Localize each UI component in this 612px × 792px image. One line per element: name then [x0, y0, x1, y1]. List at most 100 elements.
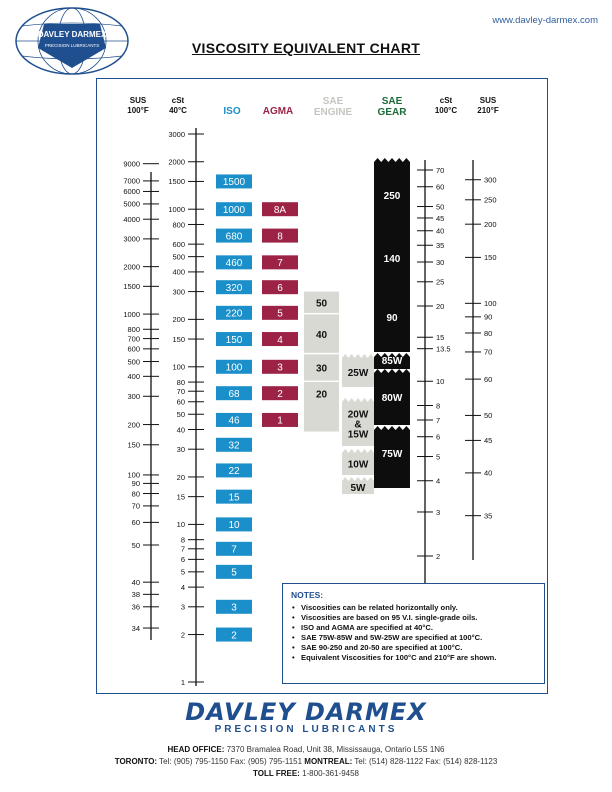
sae-gear-box: [374, 426, 410, 488]
sus210-tick-label: 50: [484, 411, 492, 420]
agma-grade-label: 3: [277, 363, 283, 374]
sus100-tick-label: 90: [132, 479, 140, 488]
sus210-tick-label: 45: [484, 436, 492, 445]
cst40-tick-label: 15: [177, 492, 185, 501]
sus100-tick-label: 700: [127, 334, 140, 343]
sus210-tick-label: 100: [484, 299, 497, 308]
agma-grade-box: [262, 332, 298, 347]
agma-grade-label: 4: [277, 335, 283, 346]
cst40-tick-label: 200: [172, 315, 185, 324]
sus100-tick-label: 40: [132, 578, 140, 587]
company-logo: DAVLEY DARMEX PRECISION LUBRICANTS: [15, 7, 129, 75]
cst40-tick-label: 150: [172, 335, 185, 344]
agma-grade-box: [262, 412, 298, 427]
iso-grade-box: [216, 305, 252, 320]
cst40-tick-label: 3: [181, 603, 185, 612]
cst100-tick-label: 6: [436, 433, 440, 442]
agma-grade-box: [262, 202, 298, 217]
note-item: SAE 75W-85W and 5W-25W are specified at …: [292, 633, 536, 643]
cst40-tick-label: 600: [172, 240, 185, 249]
iso-grade-box: [216, 599, 252, 614]
iso-grade-box: [216, 412, 252, 427]
cst40-tick-label: 8: [181, 535, 185, 544]
chart-frame: [96, 78, 548, 694]
sus100-tick-label: 80: [132, 489, 140, 498]
header-cst-100c: 100°C: [435, 106, 458, 115]
svg-text:DAVLEY DARMEX: DAVLEY DARMEX: [38, 30, 107, 39]
sus100-tick-label: 1000: [123, 310, 140, 319]
agma-grade-box: [262, 359, 298, 374]
header-sae-engine: ENGINE: [314, 107, 353, 118]
sus210-tick-label: 70: [484, 348, 492, 357]
note-item: Viscosities can be related horizontally …: [292, 603, 536, 613]
cst100-tick-label: 7: [436, 416, 440, 425]
brand-subtitle: PRECISION LUBRICANTS: [214, 724, 398, 735]
iso-grade-box: [216, 489, 252, 504]
header-sus-100f: 100°F: [127, 106, 149, 115]
footer-brand: DAVLEY DARMEX PRECISION LUBRICANTS: [0, 700, 612, 735]
note-item: Viscosities are based on 95 V.I. single-…: [292, 613, 536, 623]
website-url[interactable]: www.davley-darmex.com: [492, 15, 598, 26]
contact-line: TORONTO: Tel: (905) 795-1150 Fax: (905) …: [114, 757, 498, 766]
cst100-tick-label: 20: [436, 302, 444, 311]
sae-engine-w-box: [342, 449, 374, 475]
sae-engine-w-box: [342, 477, 374, 494]
brand-name: DAVLEY DARMEX: [185, 698, 427, 726]
notes-box: NOTES: Viscosities can be related horizo…: [282, 583, 545, 684]
cst40-tick-label: 40: [177, 425, 185, 434]
sus210-tick-label: 90: [484, 313, 492, 322]
sae-engine-label: 30: [316, 364, 328, 375]
sae-gear-box: [374, 353, 410, 369]
sus100-tick-label: 7000: [123, 177, 140, 186]
sae-gear-label: 250: [384, 191, 401, 202]
cst100-tick-label: 45: [436, 214, 444, 223]
cst40-tick-label: 1000: [168, 205, 185, 214]
sus100-tick-label: 600: [127, 345, 140, 354]
agma-grade-label: 7: [277, 258, 283, 269]
header-cst-100c: cSt: [440, 96, 453, 105]
cst100-tick-label: 15: [436, 333, 444, 342]
iso-grade-label: 32: [228, 441, 240, 452]
agma-grade-label: 5: [277, 309, 283, 320]
header-sus-100f: SUS: [130, 96, 147, 105]
header-sae-engine: SAE: [323, 96, 344, 107]
agma-grade-box: [262, 386, 298, 401]
cst40-tick-label: 500: [172, 252, 185, 261]
header-iso: ISO: [223, 106, 240, 117]
sus100-tick-label: 800: [127, 325, 140, 334]
iso-grade-box: [216, 359, 252, 374]
iso-grade-box: [216, 564, 252, 579]
sus100-tick-label: 400: [127, 372, 140, 381]
iso-grade-label: 5: [231, 568, 237, 579]
iso-grade-label: 680: [226, 231, 243, 242]
cst40-tick-label: 800: [172, 220, 185, 229]
cst40-tick-label: 80: [177, 378, 185, 387]
sae-engine-label: 50: [316, 299, 328, 310]
sae-engine-w-label: 10W: [348, 460, 369, 471]
cst100-tick-label: 25: [436, 278, 444, 287]
sae-engine-w-label: 25W: [348, 368, 369, 379]
agma-grade-label: 8A: [274, 205, 287, 216]
iso-grade-box: [216, 463, 252, 478]
cst40-tick-label: 1: [181, 678, 185, 687]
iso-grade-box: [216, 437, 252, 452]
iso-grade-box: [216, 174, 252, 189]
cst100-tick-label: 5: [436, 452, 440, 461]
sae-engine-label: 20: [316, 390, 328, 401]
agma-grade-box: [262, 280, 298, 295]
iso-grade-box: [216, 517, 252, 532]
agma-grade-box: [262, 228, 298, 243]
iso-grade-label: 46: [228, 416, 240, 427]
sus100-tick-label: 2000: [123, 262, 140, 271]
sus100-tick-label: 300: [127, 392, 140, 401]
sus100-tick-label: 9000: [123, 159, 140, 168]
cst40-tick-label: 60: [177, 398, 185, 407]
agma-grade-box: [262, 305, 298, 320]
sus100-tick-label: 6000: [123, 187, 140, 196]
cst40-tick-label: 300: [172, 287, 185, 296]
cst100-tick-label: 13.5: [436, 344, 451, 353]
sae-engine-w-label: &: [354, 420, 361, 431]
note-item: ISO and AGMA are specified at 40°C.: [292, 623, 536, 633]
sae-gear-label: 85W: [382, 356, 403, 367]
